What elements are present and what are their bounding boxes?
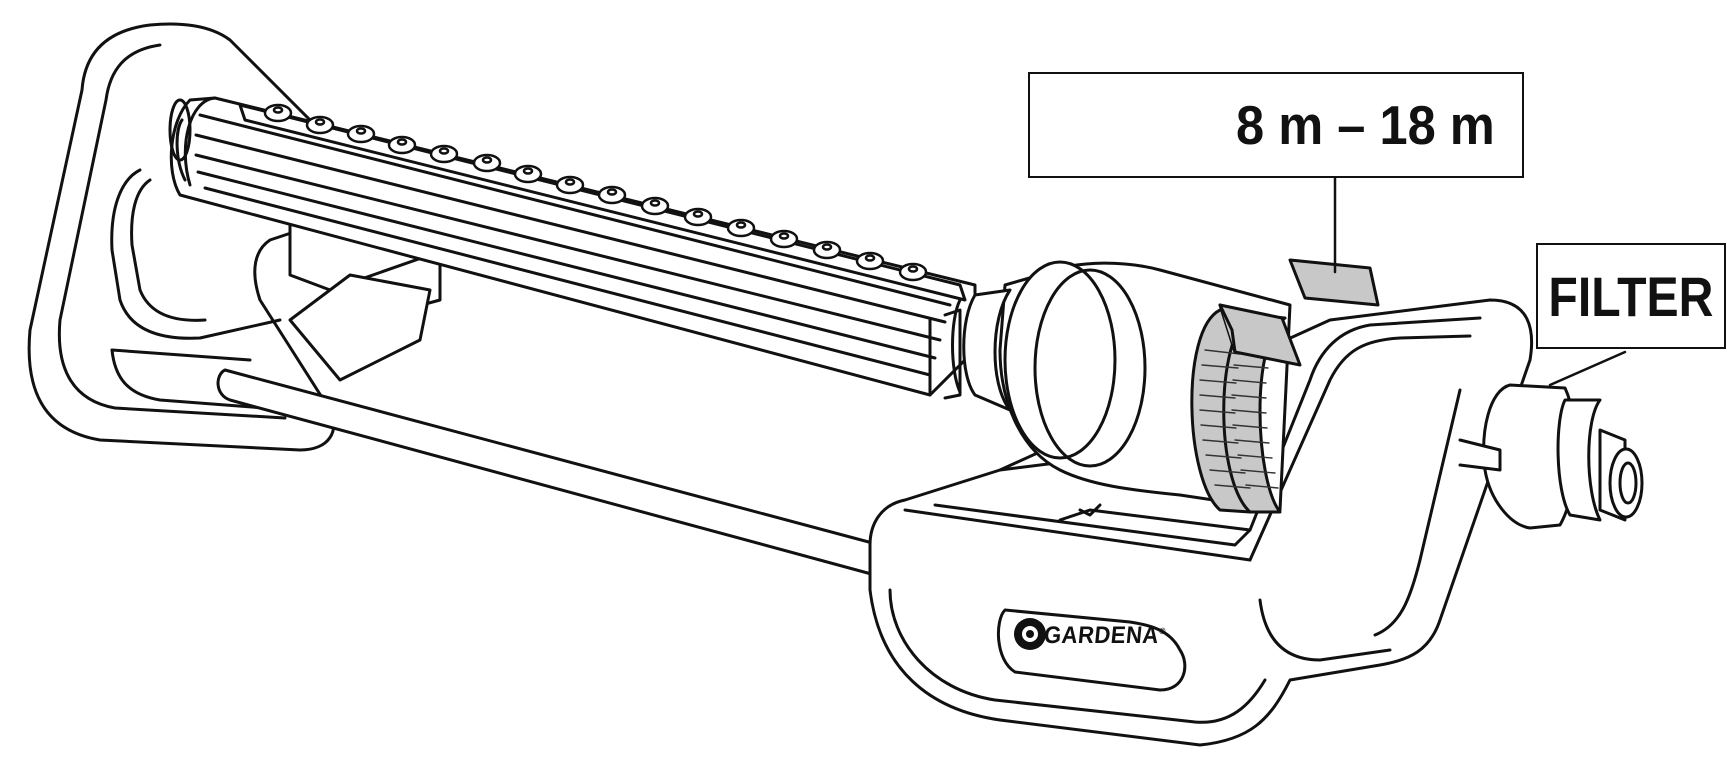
spray-width-icon-slot <box>1054 100 1222 150</box>
brand-registered-mark: ® <box>1158 626 1167 636</box>
lower-rod <box>216 368 895 577</box>
brand-name-text: GARDENA <box>1042 622 1161 649</box>
nozzles <box>263 103 928 282</box>
brand-name: GARDENA® <box>1043 622 1167 650</box>
filter-label: FILTER <box>1548 264 1714 328</box>
filter-callout: FILTER <box>1536 243 1726 349</box>
spray-range-label: 8 m – 18 m <box>1236 94 1495 156</box>
cylinder-drum <box>951 258 1380 514</box>
nozzle-tube <box>168 96 977 400</box>
gardena-flower-logo-icon <box>1014 618 1046 650</box>
spray-range-callout: 8 m – 18 m <box>1028 72 1524 178</box>
filter-connector <box>1458 350 1644 530</box>
